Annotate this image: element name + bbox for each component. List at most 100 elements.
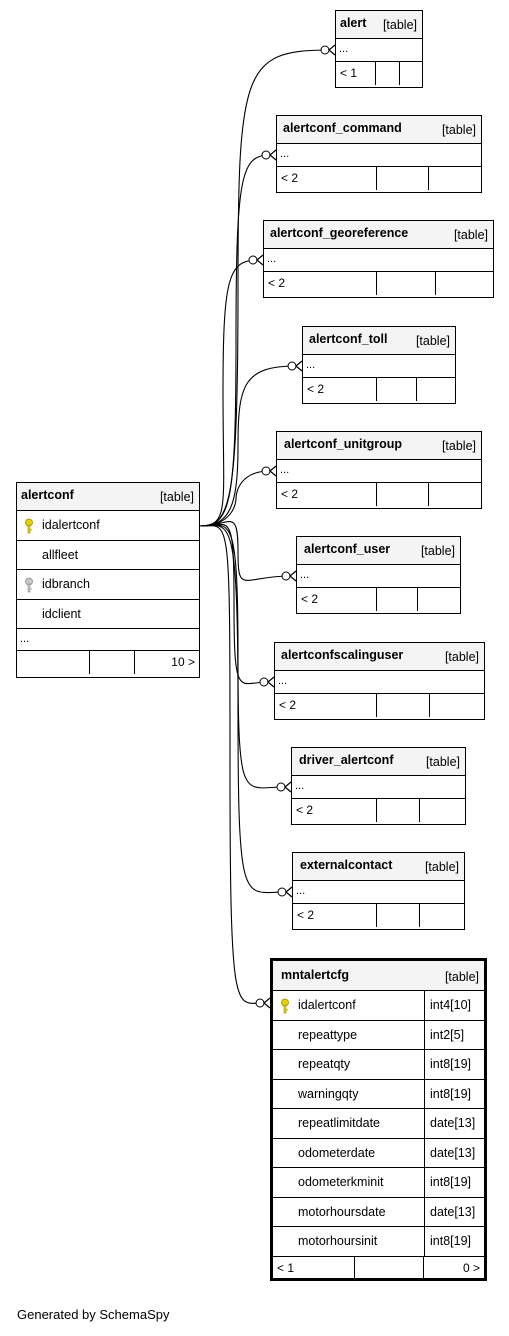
table-kind: [table]: [444, 650, 479, 664]
table-kind: [table]: [441, 123, 476, 137]
table-footer: < 2: [275, 694, 484, 717]
relationship-line: [199, 365, 297, 527]
table-alertconf-command[interactable]: alertconf_command [table] ... < 2: [276, 115, 482, 193]
footer-cell: [376, 62, 400, 85]
parent-count[interactable]: < 2: [277, 167, 377, 190]
table-header: alertconf_georeference [table]: [264, 221, 493, 249]
table-header: alertconf_toll [table]: [303, 327, 455, 355]
footer-cell: [420, 799, 465, 822]
parent-count[interactable]: < 2: [303, 378, 377, 401]
optional-marker: [261, 466, 271, 476]
table-name: externalcontact: [300, 858, 393, 872]
column-row: idbranch: [17, 570, 199, 600]
column-row: repeatqty int8[19]: [273, 1050, 484, 1080]
footer-cell: [377, 483, 429, 506]
column-type: date[13]: [424, 1138, 475, 1167]
column-name: warningqty: [298, 1086, 359, 1101]
parent-count[interactable]: < 2: [293, 904, 377, 927]
column-name: allfleet: [42, 547, 79, 562]
children-count[interactable]: 10 >: [171, 655, 195, 669]
table-name: alertconf_user: [304, 542, 391, 556]
column-row: odometerdate date[13]: [273, 1138, 484, 1168]
footer-cell: [355, 1256, 424, 1280]
relationship-line: [199, 525, 265, 1004]
footer-cell: [377, 272, 436, 295]
column-type: int8[19]: [424, 1168, 471, 1197]
table-footer: < 2: [303, 378, 455, 401]
children-count[interactable]: 0 >: [462, 1260, 480, 1275]
column-type: int8[19]: [424, 1227, 471, 1256]
column-name: motorhoursdate: [298, 1204, 386, 1219]
parent-count[interactable]: < 2: [297, 588, 377, 611]
footer-cell: [377, 378, 417, 401]
more-columns-ellipsis: ...: [336, 39, 422, 62]
table-name: alertconf_toll: [309, 332, 388, 346]
table-kind: [table]: [441, 439, 476, 453]
parent-count[interactable]: < 2: [264, 272, 377, 295]
column-row: allfleet: [17, 541, 199, 570]
table-header: externalcontact [table]: [293, 853, 464, 881]
column-name: repeattype: [298, 1027, 358, 1042]
table-header: mntalertcfg [table]: [273, 961, 484, 991]
table-name: alertconf_georeference: [270, 226, 409, 240]
parent-count[interactable]: < 1: [336, 62, 376, 85]
table-footer: < 2: [264, 272, 493, 295]
footer-cell: [420, 904, 464, 927]
column-name: idclient: [42, 606, 81, 621]
footer-cell: [377, 588, 418, 611]
crowfoot-marker: [263, 997, 271, 1009]
footer-cell: [417, 378, 455, 401]
optional-marker: [259, 677, 269, 687]
table-alertconf-unitgroup[interactable]: alertconf_unitgroup [table] ... < 2: [276, 431, 482, 509]
table-driver-alertconf[interactable]: driver_alertconf [table] ... < 2: [291, 747, 466, 825]
table-name: alert: [340, 16, 367, 30]
table-alertconf-toll[interactable]: alertconf_toll [table] ... < 2: [302, 326, 456, 404]
table-header: alertconfscalinguser [table]: [275, 643, 484, 671]
column-name: idalertconf: [298, 998, 356, 1012]
column-type: int8[19]: [424, 1050, 471, 1079]
table-alertconf-georeference[interactable]: alertconf_georeference [table] ... < 2: [263, 220, 494, 298]
table-alert[interactable]: alert [table] ... < 1: [335, 10, 423, 88]
column-name: odometerdate: [298, 1145, 376, 1160]
generated-by-note: Generated by SchemaSpy: [17, 1307, 170, 1322]
footer-cell: [377, 799, 420, 822]
footer-cell: [90, 651, 135, 674]
more-columns-ellipsis: ...: [277, 144, 481, 167]
table-alertconf-user[interactable]: alertconf_user [table] ... < 2: [296, 536, 461, 614]
relationship-line: [199, 259, 258, 527]
crowfoot-marker: [328, 44, 336, 56]
table-kind: [table]: [424, 860, 459, 874]
parent-count[interactable]: < 2: [292, 799, 377, 822]
primary-key-icon: [25, 518, 33, 534]
primary-key-icon: [281, 998, 289, 1014]
table-kind: [table]: [453, 228, 488, 242]
relationship-line: [199, 524, 287, 894]
crowfoot-marker: [267, 676, 275, 688]
table-name: alertconf_command: [283, 121, 402, 135]
table-footer: < 2: [297, 588, 460, 611]
table-externalcontact[interactable]: externalcontact [table] ... < 2: [292, 852, 465, 930]
column-type: date[13]: [424, 1197, 475, 1226]
relationship-line: [199, 154, 271, 527]
column-type: date[13]: [424, 1109, 475, 1138]
table-header: alertconf_command [table]: [277, 116, 481, 144]
parent-count[interactable]: < 2: [275, 694, 377, 717]
parent-count[interactable]: < 1: [273, 1256, 355, 1280]
footer-cell: [377, 167, 429, 190]
parent-count[interactable]: < 2: [277, 483, 377, 506]
table-header: alert [table]: [336, 11, 422, 39]
column-name: idbranch: [42, 577, 90, 591]
footer-cell: [400, 62, 422, 85]
table-alertconfscalinguser[interactable]: alertconfscalinguser [table] ... < 2: [274, 642, 485, 720]
optional-marker: [276, 782, 286, 792]
column-name: repeatqty: [298, 1057, 351, 1071]
column-row: idclient: [17, 600, 199, 629]
crowfoot-marker: [256, 254, 264, 266]
column-name: idalertconf: [42, 518, 100, 532]
table-alertconf[interactable]: alertconf [table] idalertconf allfleet i…: [16, 482, 200, 678]
